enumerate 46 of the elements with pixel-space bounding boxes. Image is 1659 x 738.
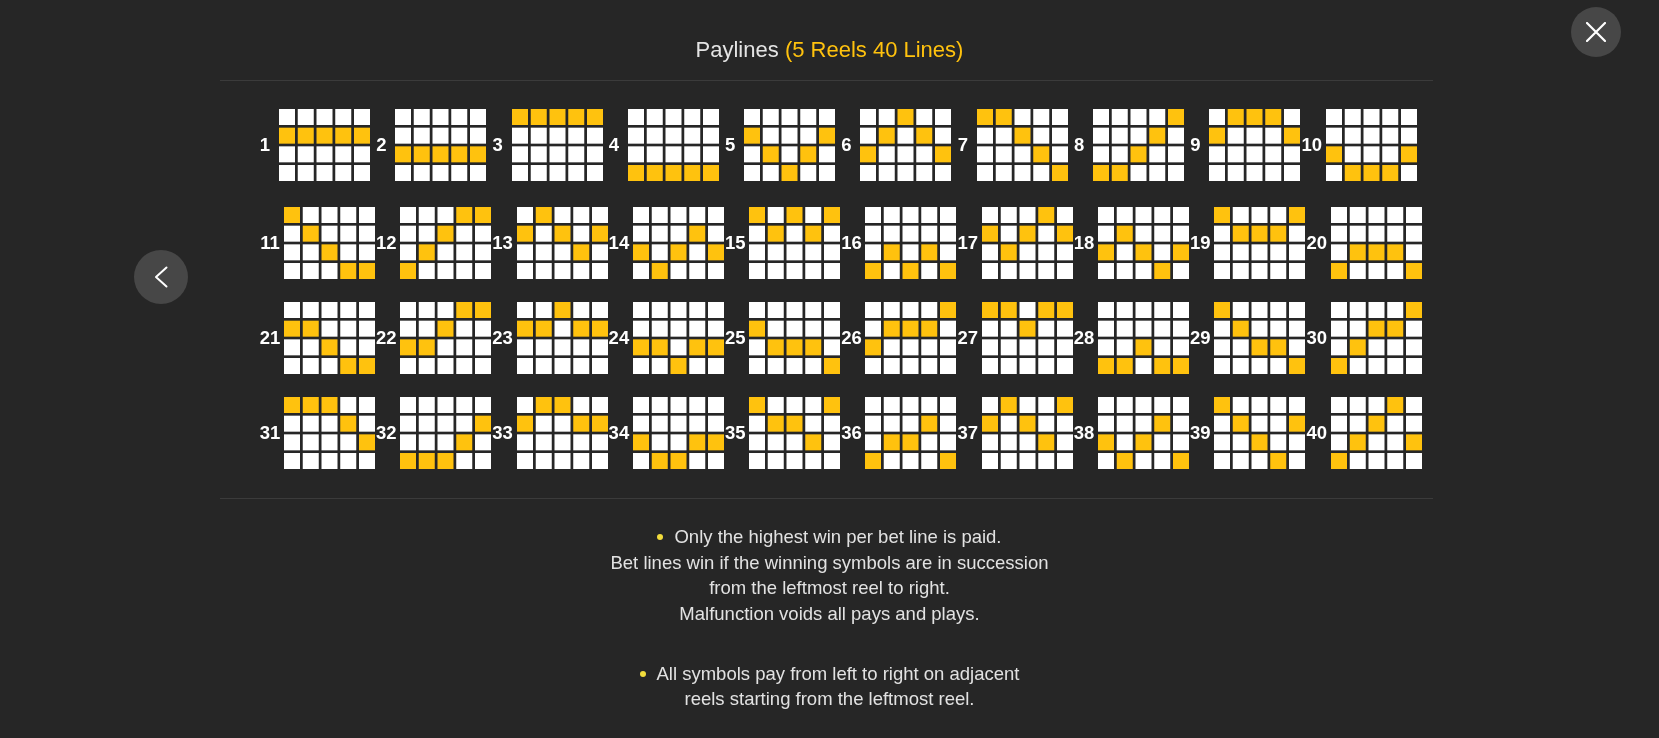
payline-number: 11 (260, 233, 280, 253)
payline-number: 23 (492, 328, 513, 348)
payline-number: 36 (841, 423, 862, 443)
payline-number: 20 (1306, 233, 1327, 253)
payline-number: 22 (376, 328, 397, 348)
payline-number: 35 (724, 423, 746, 443)
rule-text: Malfunction voids all pays and plays. (679, 602, 980, 624)
payline-number: 24 (608, 328, 630, 348)
payline-number: 34 (608, 423, 630, 443)
payline-number: 6 (841, 135, 852, 155)
payline-number: 2 (376, 135, 387, 155)
payline-number: 3 (492, 135, 503, 155)
payline-number: 31 (259, 423, 281, 443)
payline-number: 33 (492, 423, 513, 443)
payline-number: 7 (957, 135, 968, 155)
payline-number: 32 (376, 423, 397, 443)
payline-number: 13 (492, 233, 513, 253)
payline-number: 10 (1301, 135, 1322, 155)
payline-number: 8 (1073, 135, 1085, 155)
payline-number: 37 (957, 423, 979, 443)
payline-number: 39 (1190, 423, 1211, 443)
payline-number: 30 (1306, 328, 1327, 348)
payline-number: 38 (1073, 423, 1095, 443)
payline-number: 26 (841, 328, 862, 348)
reel-line-count: (5 Reels 40 Lines) (784, 36, 964, 64)
heading-text: Paylines (695, 36, 779, 64)
payline-number: 12 (376, 233, 397, 253)
payline-number: 15 (724, 233, 746, 253)
payline-number: 4 (608, 135, 620, 155)
rule-text: All symbols pay from left to right on adjacent reels starting from the leftmost reel. (656, 662, 1020, 709)
payline-number: 19 (1190, 233, 1211, 253)
payline-number: 9 (1190, 135, 1201, 155)
payline-number: 18 (1073, 233, 1095, 253)
payline-number: 21 (259, 328, 281, 348)
rule-text: Only the highest win per bet line is paid. (674, 526, 1002, 547)
payline-number: 29 (1190, 328, 1211, 348)
rule-text: Bet lines win if the winning symbols are in succession from the leftmost reel to right. (610, 551, 1049, 598)
payline-number: 17 (957, 233, 979, 253)
payline-number: 16 (841, 233, 862, 253)
payline-number: 1 (259, 135, 271, 155)
payline-number: 28 (1073, 328, 1095, 348)
payline-number: 27 (957, 328, 979, 348)
payline-number: 25 (724, 328, 746, 348)
payline-number: 40 (1306, 423, 1327, 443)
payline-number: 5 (725, 135, 736, 155)
payline-number: 14 (608, 233, 630, 253)
